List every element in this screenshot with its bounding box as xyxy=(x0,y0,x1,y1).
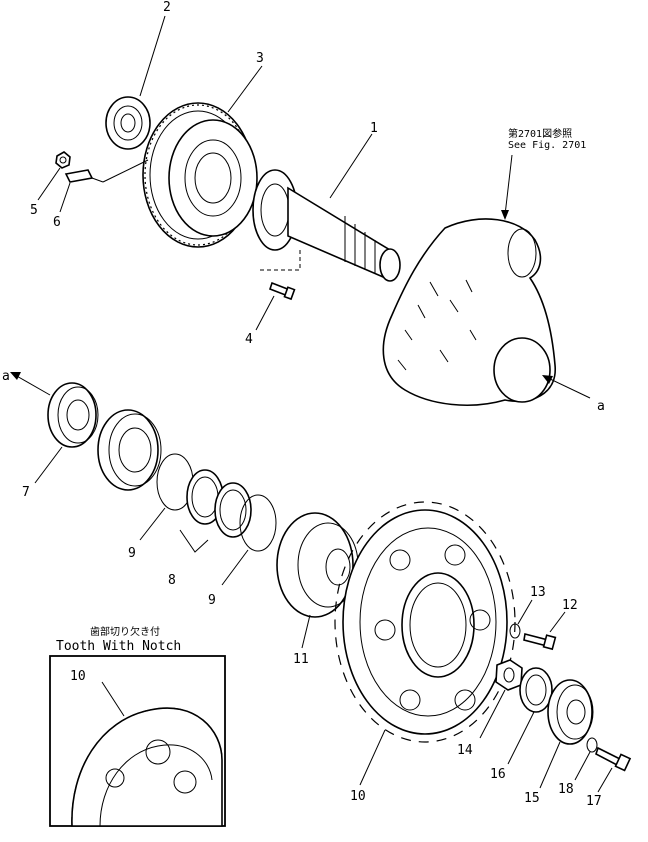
callout-17: 17 xyxy=(586,794,602,809)
part-12-bolt xyxy=(523,611,566,651)
part-17-bolt xyxy=(595,746,632,793)
part-1-shaft xyxy=(252,133,401,282)
part-9-snap-ring-right xyxy=(221,494,277,586)
callout-1: 1 xyxy=(370,121,378,136)
arrow-a-right-label: a xyxy=(597,399,605,414)
inset-callout-10: 10 xyxy=(70,669,86,684)
callout-4: 4 xyxy=(245,332,253,347)
reference-note-en: See Fig. 2701 xyxy=(508,140,586,151)
callout-9-left: 9 xyxy=(128,546,136,561)
callout-18: 18 xyxy=(558,782,574,797)
callout-8: 8 xyxy=(168,573,176,588)
inset-caption-jp: 歯部切り欠き付 xyxy=(90,625,160,638)
part-11-hub xyxy=(276,512,359,649)
part-6-lock-plate xyxy=(59,159,149,213)
part-3-gear xyxy=(142,65,263,248)
callout-2: 2 xyxy=(163,0,171,15)
part-16-gasket xyxy=(507,667,553,765)
callout-12: 12 xyxy=(562,598,578,613)
part-7-bearing xyxy=(34,382,99,484)
part-4-bolt xyxy=(255,281,296,331)
inset-caption-en: Tooth With Notch xyxy=(56,639,181,654)
part-10-sprocket xyxy=(334,501,516,786)
callout-16: 16 xyxy=(490,767,506,782)
callout-5: 5 xyxy=(30,203,38,218)
part-15-cover xyxy=(539,679,594,789)
inset-tooth-with-notch xyxy=(49,655,226,827)
bearing-cage xyxy=(97,409,162,491)
arrow-a-left xyxy=(10,372,51,396)
callout-9-right: 9 xyxy=(208,593,216,608)
arrow-a-left-label: a xyxy=(2,369,10,384)
callout-10: 10 xyxy=(350,789,366,804)
part-8-seal-rings xyxy=(179,469,252,553)
reference-note-jp: 第2701図参照 xyxy=(508,127,572,140)
callout-7: 7 xyxy=(22,485,30,500)
callout-6: 6 xyxy=(53,215,61,230)
callout-14: 14 xyxy=(457,743,473,758)
callout-3: 3 xyxy=(256,51,264,66)
part-18-washer xyxy=(574,737,598,781)
part-5-nut xyxy=(37,151,71,201)
callout-13: 13 xyxy=(530,585,546,600)
arrow-a-right xyxy=(542,375,591,399)
housing-reference xyxy=(382,154,556,406)
part-13-washer xyxy=(509,599,533,639)
callout-15: 15 xyxy=(524,791,540,806)
part-2-bearing xyxy=(105,15,166,150)
callout-11: 11 xyxy=(293,652,309,667)
